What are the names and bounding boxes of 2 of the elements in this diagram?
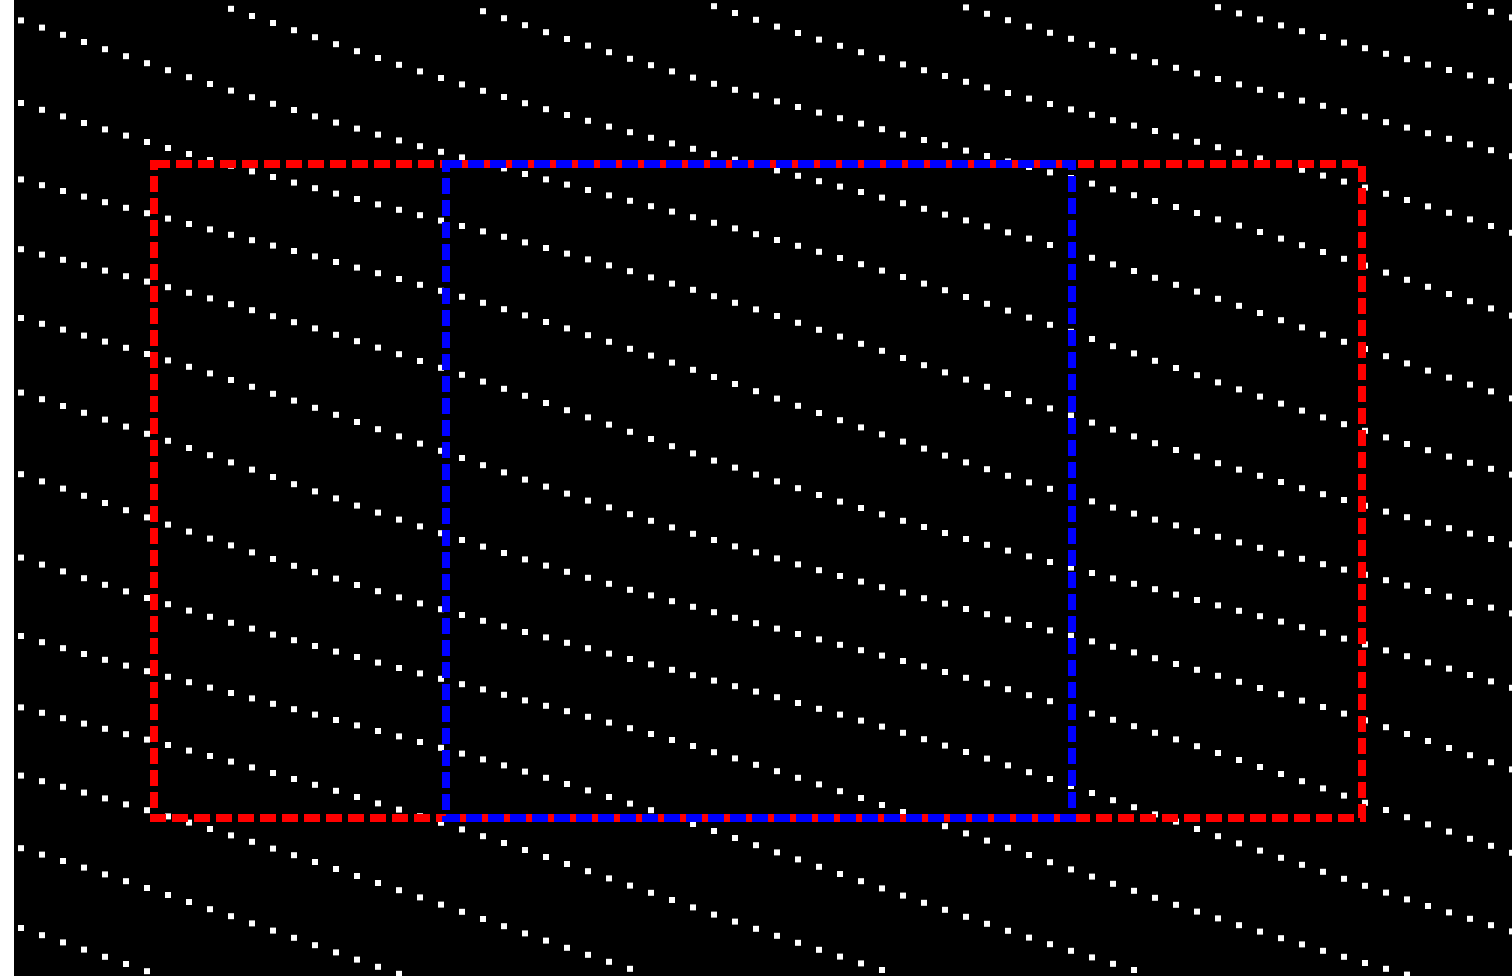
dashed-rectangle (442, 160, 1076, 822)
dashed-rectangle (150, 160, 1366, 822)
